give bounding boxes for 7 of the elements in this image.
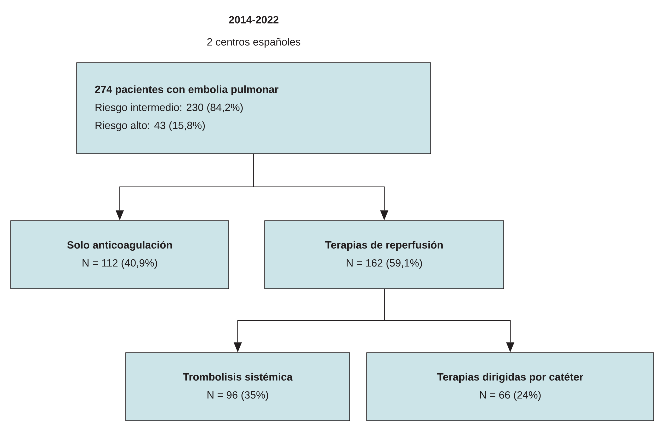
flow-box: Terapias de reperfusión N = 162 (59,1%) [264,220,504,290]
subtitle: 2 centros españoles [208,38,301,48]
title: 2014-2022 [229,16,279,24]
flow-box: Terapias dirigidas por catéter N = 66 (24%) [366,352,654,422]
flow-box: 274 pacientes con embolia pulmonar Riesgo intermedio: 230 (84,2%) Riesgo alto: 43 (15,8%) [76,62,432,154]
flow-box: Trombolisis sistémica N = 96 (35%) [126,352,350,422]
flow-box: Solo anticoagulación N = 112 (40,9%) [10,220,230,290]
